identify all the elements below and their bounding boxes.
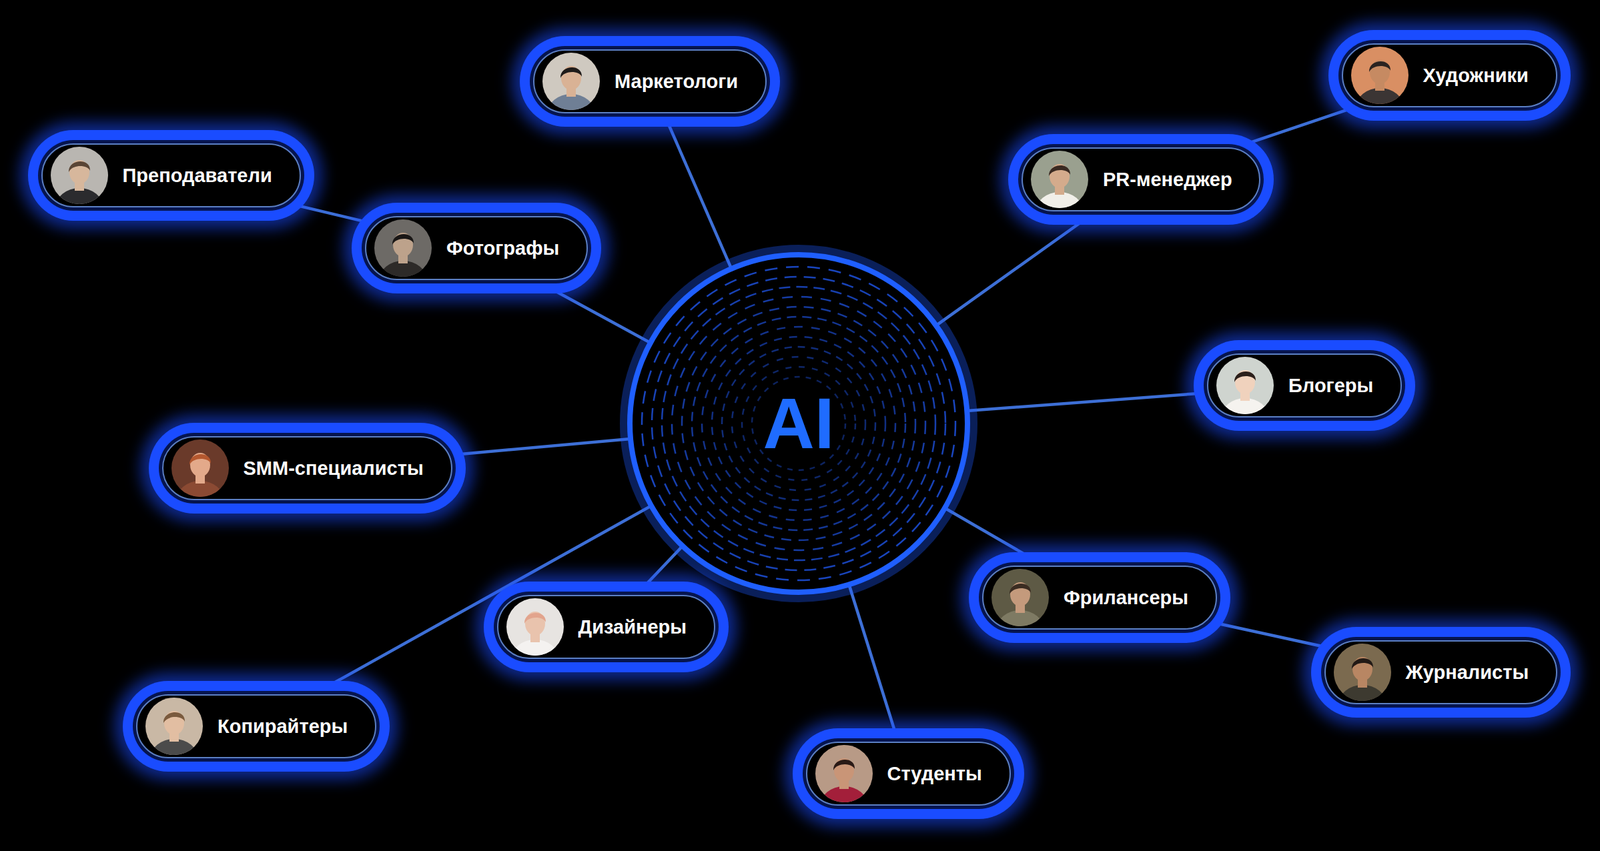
avatar-hair <box>1234 371 1256 383</box>
avatar-hair <box>1048 165 1071 177</box>
avatar-hair <box>523 613 546 624</box>
role-pill: Преподаватели <box>41 143 301 208</box>
connector-line <box>663 113 732 269</box>
connector-line <box>936 211 1097 326</box>
avatar-photo <box>991 569 1049 627</box>
hub-dashed-ring <box>641 266 956 581</box>
connector-line <box>635 546 683 596</box>
avatar-photo <box>145 697 203 756</box>
role-pill: Фрилансеры <box>982 565 1218 630</box>
role-pill: Блогеры <box>1207 353 1402 418</box>
role-pill: Журналисты <box>1324 640 1558 705</box>
avatar-hair <box>392 234 414 245</box>
node-label: Художники <box>1423 64 1529 88</box>
avatar-photo <box>50 146 109 205</box>
hub-dashed-ring <box>751 376 846 471</box>
node-label: Дизайнеры <box>578 615 688 640</box>
avatar-hair <box>560 67 582 79</box>
avatar-photo <box>1333 643 1392 702</box>
hub-dashed-ring <box>721 346 876 501</box>
hub-dashed-ring <box>681 306 916 541</box>
connector-line <box>944 508 1045 566</box>
hub-dashed-ring <box>701 326 896 521</box>
avatar-photo <box>815 745 873 803</box>
hub-dashed-ring <box>651 276 946 571</box>
avatar-hair <box>1351 658 1373 670</box>
node-label: Журналисты <box>1405 661 1530 685</box>
avatar-hair <box>832 759 855 771</box>
role-pill: SMM-специалисты <box>162 436 453 501</box>
node-label: Фрилансеры <box>1063 586 1189 610</box>
avatar-hair <box>163 712 185 724</box>
avatar-hair <box>1368 61 1390 73</box>
node-label: Маркетологи <box>614 70 738 94</box>
node-label: Копирайтеры <box>217 715 348 739</box>
avatar-photo <box>171 439 229 498</box>
role-pill: Копирайтеры <box>136 694 377 759</box>
avatar-hair <box>68 161 90 173</box>
node-label: AI <box>763 388 835 460</box>
hub-circle: AI <box>624 249 973 598</box>
hub-dashed-ring <box>661 286 936 561</box>
connector-line <box>1234 104 1362 148</box>
hub-dashed-ring <box>741 366 856 481</box>
connector-line <box>848 584 899 742</box>
node-label: SMM-специалисты <box>243 457 424 481</box>
avatar-photo <box>506 598 564 656</box>
avatar-photo <box>1030 150 1089 209</box>
connector-line <box>449 439 631 456</box>
role-pill: Дизайнеры <box>497 595 716 660</box>
node-label: Блогеры <box>1288 374 1374 398</box>
role-pill: Фотографы <box>364 216 588 281</box>
avatar-photo <box>374 219 432 277</box>
avatar-photo <box>1351 46 1409 105</box>
connector-line <box>1207 621 1335 650</box>
hub-dashed-ring <box>711 336 886 511</box>
connector-line <box>285 202 376 225</box>
hub-outline <box>629 254 968 593</box>
node-label: Преподаватели <box>122 164 273 188</box>
node-label: PR-менеджер <box>1102 168 1233 192</box>
hub-dashed-ring <box>691 316 906 531</box>
avatar-hair <box>1009 583 1031 595</box>
node-label: Студенты <box>887 762 983 786</box>
avatar-photo <box>542 52 600 111</box>
connector-line <box>535 280 651 343</box>
hub-dashed-ring <box>671 296 926 551</box>
role-pill: Художники <box>1341 43 1558 108</box>
hub-dashed-ring <box>731 356 866 491</box>
role-pill: Студенты <box>806 741 1011 807</box>
hub-glow <box>627 252 971 596</box>
avatar-photo <box>1216 356 1274 415</box>
avatar-hair <box>188 454 211 466</box>
connector-line <box>966 392 1208 412</box>
role-pill: PR-менеджер <box>1021 147 1261 212</box>
node-label: Фотографы <box>446 236 560 261</box>
role-pill: Маркетологи <box>533 49 767 114</box>
